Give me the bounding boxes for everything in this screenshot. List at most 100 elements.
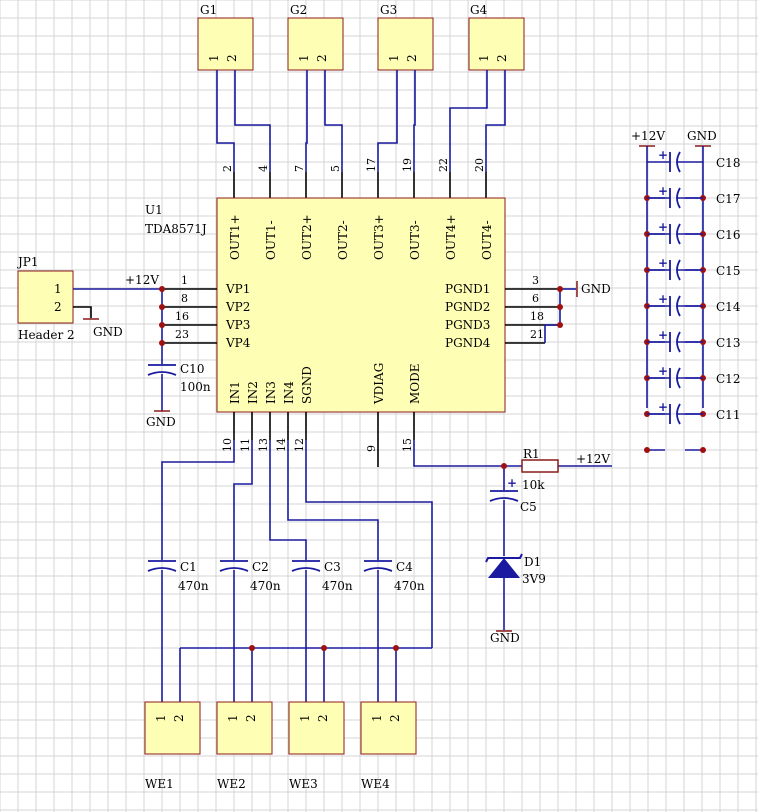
pin-name-in2: IN2 <box>246 381 260 404</box>
bank-cap-c11[interactable]: +C11 <box>644 400 740 453</box>
connector-g4-pin1: 1 <box>477 54 491 62</box>
pin-num-vp2: 8 <box>181 292 188 305</box>
chip-u1[interactable] <box>216 197 506 413</box>
pin-num-vp4: 23 <box>175 328 189 341</box>
we1-pin1: 1 <box>154 714 168 722</box>
pin-num-pgnd4: 21 <box>530 328 544 341</box>
input-cap-c3[interactable] <box>291 560 321 572</box>
chip-top-pin-names: OUT1+ OUT1- OUT2+ OUT2- OUT3+ OUT3- OUT4… <box>228 214 494 260</box>
pin-num-vp1: 1 <box>181 274 188 287</box>
bank-cap-plus: + <box>658 364 668 378</box>
input-cap-c1[interactable] <box>147 560 177 572</box>
we1-pin2: 2 <box>172 714 186 722</box>
bank-cap-ref: C16 <box>716 228 740 242</box>
resistor-r1[interactable] <box>521 459 559 473</box>
pin-name-out4p: OUT4+ <box>444 214 458 260</box>
bank-rails <box>639 145 711 408</box>
pin-name-vp1: VP1 <box>225 282 250 296</box>
we4-ref: WE4 <box>361 777 390 791</box>
pin-num-pgnd1: 3 <box>532 274 539 287</box>
c2-value: 470n <box>250 579 281 593</box>
pin-name-vp4: VP4 <box>225 336 251 350</box>
bank-cap-plus: + <box>658 328 668 342</box>
connector-g2-pin1: 1 <box>297 54 311 62</box>
bank-cap-plus: + <box>658 256 668 270</box>
zener-d1[interactable] <box>485 553 523 578</box>
pin-name-out3p: OUT3+ <box>372 214 386 260</box>
connector-g4[interactable]: G4 1 2 <box>468 3 525 71</box>
pin-num-in2: 11 <box>239 438 252 452</box>
pin-num-vp3: 16 <box>175 310 189 323</box>
pin-num-sgnd: 12 <box>293 438 306 452</box>
connector-g4-pin2: 2 <box>495 54 509 62</box>
bank-cap-plus: + <box>658 400 668 414</box>
pin-num-pgnd3: 18 <box>530 310 544 323</box>
c1-value: 470n <box>178 579 209 593</box>
bank-cap-plus: + <box>658 148 668 162</box>
chip-top-stubs <box>233 172 487 198</box>
pin-name-out4n: OUT4- <box>480 220 494 260</box>
connector-we4[interactable]: 1 2 <box>360 701 417 755</box>
pin-num-out2n: 5 <box>329 165 342 172</box>
pin-name-pgnd4: PGND4 <box>445 336 491 350</box>
pin-num-in4: 14 <box>275 438 288 452</box>
pin-name-sgnd: SGND <box>300 366 314 404</box>
input-cap-c4[interactable] <box>363 560 393 572</box>
we3-pin2: 2 <box>316 714 330 722</box>
pin-name-out2n: OUT2- <box>336 220 350 260</box>
header-gnd-label: GND <box>93 325 123 339</box>
we3-pin1: 1 <box>298 714 312 722</box>
bank-cap-ref: C17 <box>716 192 740 206</box>
header-ref: JP1 <box>16 255 39 269</box>
connector-g3[interactable]: G3 1 2 <box>377 3 434 71</box>
connector-g1[interactable]: G1 1 2 <box>197 3 254 71</box>
header-pin1: 1 <box>54 282 62 296</box>
pin-name-in3: IN3 <box>264 381 278 404</box>
pin-name-in4: IN4 <box>282 381 296 404</box>
input-wires <box>161 440 433 702</box>
connector-we1[interactable]: 1 2 <box>144 701 201 755</box>
pin-num-pgnd2: 6 <box>532 292 539 305</box>
we4-pin2: 2 <box>388 714 402 722</box>
chip-bottom-pin-names: IN1 IN2 IN3 IN4 SGND VDIAG MODE <box>228 363 422 405</box>
input-cap-c2[interactable] <box>219 560 249 572</box>
connector-g1-pin2: 2 <box>225 54 239 62</box>
we1-ref: WE1 <box>145 777 174 791</box>
mode-circuit <box>413 440 612 632</box>
connector-we3[interactable]: 1 2 <box>288 701 345 755</box>
we3-ref: WE3 <box>289 777 318 791</box>
bank-cap-c13[interactable]: +C13 <box>644 328 740 381</box>
c5-plus: + <box>507 476 517 490</box>
c10-ref: C10 <box>180 362 204 376</box>
d1-gnd-label: GND <box>490 631 520 645</box>
pin-num-in1: 10 <box>221 438 234 452</box>
pin-name-mode: MODE <box>408 363 422 404</box>
we2-pin2: 2 <box>244 714 258 722</box>
bank-cap-ref: C12 <box>716 372 740 386</box>
connector-we2[interactable]: 1 2 <box>216 701 273 755</box>
connector-g1-pin1: 1 <box>207 54 221 62</box>
connector-g3-ref: G3 <box>380 3 397 17</box>
pin-name-vp2: VP2 <box>225 300 250 314</box>
we2-ref: WE2 <box>217 777 246 791</box>
pin-num-out3p: 17 <box>365 158 378 172</box>
chip-left-pins: VP1 VP2 VP3 VP4 1 8 16 23 <box>162 274 251 350</box>
header-name: Header 2 <box>18 328 75 342</box>
c2-ref: C2 <box>252 560 269 574</box>
header-jp1[interactable] <box>17 270 74 324</box>
pin-num-out1p: 2 <box>221 165 234 172</box>
bank-cap-ref: C18 <box>716 156 740 170</box>
output-wires <box>216 70 506 172</box>
pin-num-out2p: 7 <box>293 165 306 172</box>
pin-num-out4n: 20 <box>473 158 486 172</box>
connector-g2-pin2: 2 <box>315 54 329 62</box>
c3-ref: C3 <box>324 560 341 574</box>
chip-part: TDA8571J <box>145 222 207 236</box>
connector-g2[interactable]: G2 1 2 <box>287 3 344 71</box>
capacitor-c5[interactable] <box>489 490 519 502</box>
bank-cap-ref: C15 <box>716 264 740 278</box>
c4-value: 470n <box>394 579 425 593</box>
c10-value: 100n <box>180 380 211 394</box>
chip-right-pins: PGND1 PGND2 PGND3 PGND4 3 6 18 21 <box>445 274 560 350</box>
mode-vcc-label: +12V <box>576 452 610 466</box>
